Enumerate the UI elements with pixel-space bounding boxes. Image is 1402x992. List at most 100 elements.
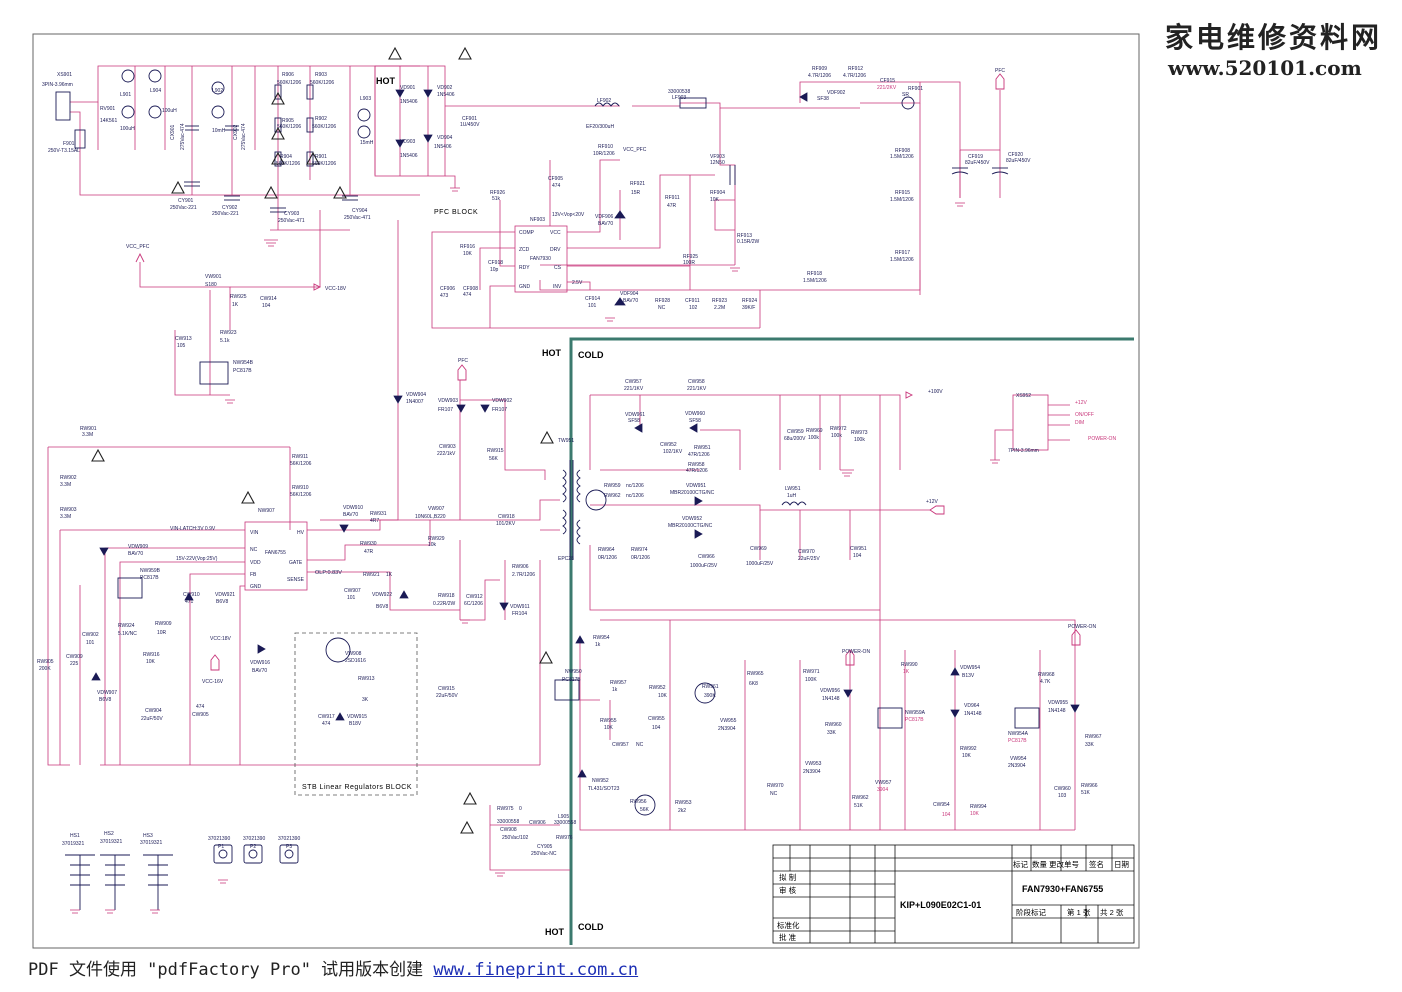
label: L903: [360, 96, 371, 102]
diode-icon: [393, 395, 403, 404]
label: TW951: [558, 438, 574, 444]
label: VDW916: [250, 660, 270, 666]
label: CW966: [698, 554, 715, 560]
label: RW960: [825, 722, 842, 728]
label: 10K: [658, 693, 668, 699]
label: CY902: [222, 205, 238, 211]
label: 474: [322, 721, 331, 727]
label: RF911: [665, 195, 680, 201]
label: 15mH: [360, 140, 374, 146]
label: 10mH: [212, 128, 226, 134]
label: VW954: [1010, 756, 1027, 762]
label: SR: [902, 92, 909, 98]
label: 102/1KV: [663, 449, 683, 455]
label: R904: [280, 154, 292, 160]
label: RF916: [460, 244, 475, 250]
tb-header-qty: 数量: [1032, 859, 1048, 869]
label: 4R7: [370, 518, 379, 524]
label: VW908: [345, 651, 362, 657]
ground-icon: [70, 909, 80, 914]
label: CW905: [192, 712, 209, 718]
vcc-pfc-flag-icon: [135, 252, 145, 263]
tb-header-mark: 标记: [1013, 859, 1029, 869]
diodes: [91, 89, 1080, 778]
footer-link[interactable]: www.fineprint.com.cn: [433, 960, 639, 980]
diode-icon: [395, 139, 405, 148]
label: VDW961: [625, 412, 645, 418]
label: CW917: [318, 714, 335, 720]
nw907-pin-vdd: VDD: [250, 560, 261, 566]
pfc-flag-icon: [457, 364, 467, 381]
label: XS952: [1016, 393, 1031, 399]
nf903-pin-comp: COMP: [519, 230, 535, 236]
label: RF904: [710, 190, 725, 196]
label: BAV70: [343, 512, 358, 518]
nf903-ref: NF903: [530, 217, 545, 223]
label: 2N3904: [1008, 763, 1026, 769]
diode-icon: [575, 635, 585, 644]
label: RF908: [895, 148, 910, 154]
label: PFC: [995, 68, 1005, 74]
label: 0R/1206: [598, 555, 617, 561]
label: 560K/1206: [312, 124, 336, 130]
footer-text: PDF 文件使用 "pdfFactory Pro" 试用版本创建: [28, 960, 424, 980]
diode-icon: [577, 769, 587, 778]
label: 6K8: [749, 681, 758, 687]
label: 275Vac-474: [180, 123, 186, 150]
ground-icon: [730, 267, 740, 272]
label: XS901: [57, 72, 72, 78]
sheet-border: [32, 33, 1140, 949]
label: RW961: [702, 684, 719, 690]
label: VDW954: [960, 665, 980, 671]
label: 2N3904: [718, 726, 736, 732]
label: 33000538: [668, 89, 690, 95]
label: VDW909: [128, 544, 148, 550]
label: 51k: [492, 196, 501, 202]
diode-icon: [694, 529, 703, 539]
label: 2.7R/1206: [512, 572, 535, 578]
label: RW906: [512, 564, 529, 570]
label: nc/1206: [626, 483, 644, 489]
label: CW907: [344, 588, 361, 594]
label: CW954: [933, 802, 950, 808]
watermark-url: www.520101.com: [1167, 56, 1362, 80]
tb-total: 共 2 张: [1100, 908, 1124, 917]
label: 39K/F: [742, 305, 755, 311]
label: 10N60L,B220: [415, 514, 446, 520]
label: L901: [120, 92, 131, 98]
warning-icon: [540, 430, 554, 444]
ground-icon: [460, 619, 470, 624]
label: VDW951: [686, 483, 706, 489]
hot-label-mid: HOT: [542, 348, 562, 358]
label: RW918: [438, 593, 455, 599]
label: HS3: [143, 833, 153, 839]
diode-icon: [694, 496, 703, 506]
warning-icon: [171, 180, 185, 194]
label: 68u/200V: [784, 436, 806, 442]
label: RW974: [631, 547, 648, 553]
label: F901: [63, 141, 75, 147]
diode-icon: [689, 423, 698, 433]
warning-icon: [333, 185, 347, 199]
label: LF902: [597, 98, 611, 104]
label: L904: [150, 88, 161, 94]
label: 56K: [489, 456, 499, 462]
label: +12V: [1075, 400, 1087, 406]
label: RW955: [600, 718, 617, 724]
label: RF926: [490, 190, 505, 196]
symbols: [55, 69, 1040, 910]
label: 1N4007: [406, 399, 424, 405]
diode-icon: [339, 524, 349, 533]
label: 56K/1206: [290, 492, 312, 498]
diode-icon: [950, 709, 960, 718]
label: CF919: [968, 154, 983, 160]
label: 560K/1206: [276, 161, 300, 167]
label: P3: [286, 844, 292, 850]
wires: [47, 65, 1076, 871]
label: RW952: [649, 685, 666, 691]
tb-sheet: 第 1 张: [1067, 907, 1091, 917]
label: 82uF/450V: [965, 160, 990, 166]
label: 1k: [612, 687, 618, 693]
label: 1U/450V: [460, 122, 480, 128]
label: VDF906: [595, 214, 614, 220]
